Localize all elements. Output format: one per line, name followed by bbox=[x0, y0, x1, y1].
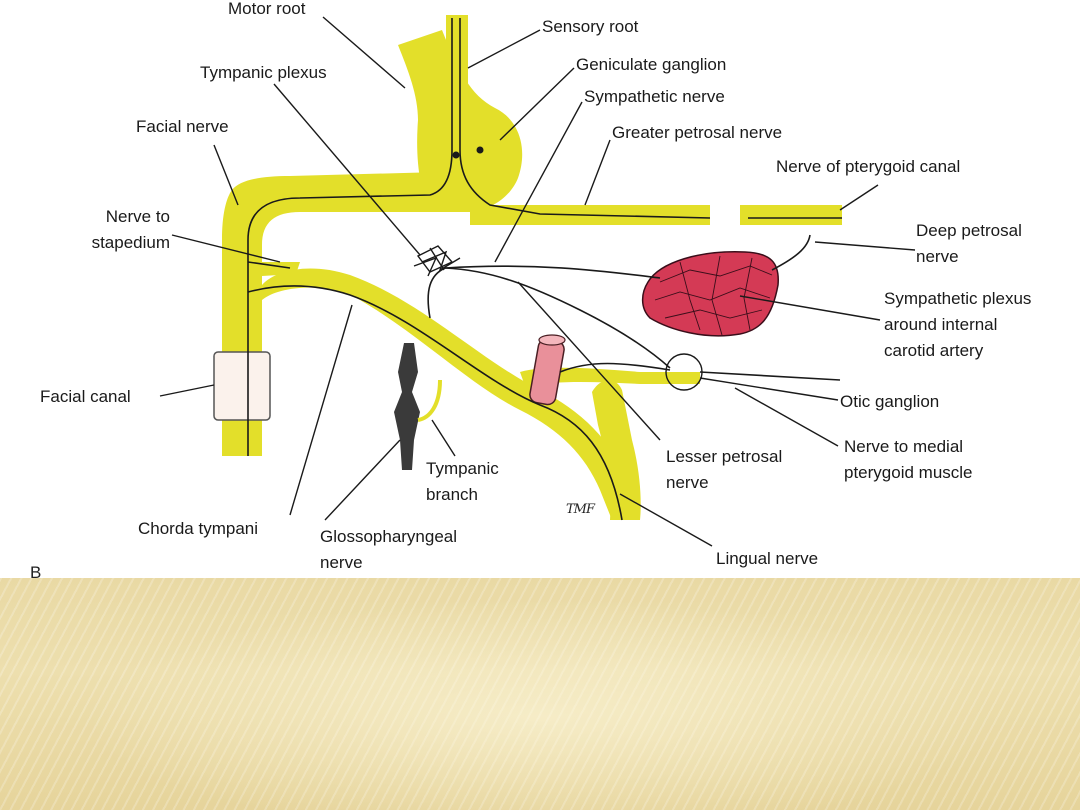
label-facial-nerve: Facial nerve bbox=[136, 117, 229, 136]
slide-background-band bbox=[0, 578, 1080, 810]
facial-canal-sleeve bbox=[213, 351, 271, 421]
label-glossopharyngeal-nerve: Glossopharyngeal nerve bbox=[320, 524, 457, 576]
lingual-nerve-shape bbox=[592, 380, 641, 520]
diagram-artwork bbox=[159, 15, 916, 547]
otic-branch-shape bbox=[520, 367, 700, 386]
label-nerve-to-stapedium: Nerve to stapedium bbox=[60, 204, 170, 256]
label-sympathetic-plexus-line3: carotid artery bbox=[884, 341, 984, 360]
figure-letter: B bbox=[30, 563, 42, 582]
artist-initials: TMF bbox=[566, 502, 595, 517]
label-nerve-of-pterygoid-canal: Nerve of pterygoid canal bbox=[776, 157, 961, 176]
geniculate-node-left bbox=[452, 151, 460, 159]
pterygoid-canal-shape bbox=[740, 205, 842, 225]
sensory-root-shape bbox=[446, 15, 468, 125]
label-tympanic-branch: Tympanic branch bbox=[426, 456, 499, 508]
label-deep-petrosal-line1: Deep petrosal bbox=[916, 221, 1022, 240]
label-sympathetic-plexus: Sympathetic plexus around internal carot… bbox=[884, 286, 1031, 364]
label-sympathetic-nerve: Sympathetic nerve bbox=[584, 87, 725, 106]
geniculate-node-right bbox=[476, 146, 484, 154]
label-lesser-petrosal-nerve: Lesser petrosal nerve bbox=[666, 444, 782, 496]
label-nerve-to-medial-pterygoid-line1: Nerve to medial bbox=[844, 437, 964, 456]
leader-lines bbox=[159, 16, 916, 547]
glossopharyngeal-shape bbox=[394, 343, 420, 470]
label-glossopharyngeal-line2: nerve bbox=[320, 553, 363, 572]
artery-cylinder bbox=[529, 334, 566, 406]
label-greater-petrosal-nerve: Greater petrosal nerve bbox=[612, 123, 783, 142]
label-tympanic-plexus: Tympanic plexus bbox=[200, 63, 327, 82]
label-chorda-tympani: Chorda tympani bbox=[138, 519, 259, 538]
carotid-plexus-mesh bbox=[654, 255, 773, 336]
label-motor-root: Motor root bbox=[228, 0, 306, 18]
label-facial-canal: Facial canal bbox=[40, 387, 131, 406]
label-lesser-petrosal-line2: nerve bbox=[666, 473, 709, 492]
tympanic-branch-line bbox=[417, 379, 442, 422]
chorda-tympani-shape bbox=[262, 268, 640, 520]
label-nerve-to-medial-pterygoid: Nerve to medial pterygoid muscle bbox=[844, 434, 973, 486]
label-nerve-to-stapedium-line1: Nerve to bbox=[105, 207, 170, 226]
label-otic-ganglion: Otic ganglion bbox=[840, 392, 940, 411]
nerve-diagram: Motor root Sensory root Tympanic plexus … bbox=[40, 0, 1032, 576]
label-lesser-petrosal-line1: Lesser petrosal bbox=[666, 447, 783, 466]
label-sympathetic-plexus-line2: around internal bbox=[884, 315, 998, 334]
label-nerve-to-stapedium-line2: stapedium bbox=[91, 233, 170, 252]
label-sensory-root: Sensory root bbox=[542, 17, 639, 36]
nerve-lines bbox=[247, 18, 842, 521]
label-lingual-nerve: Lingual nerve bbox=[716, 549, 819, 568]
label-sympathetic-plexus-line1: Sympathetic plexus bbox=[884, 289, 1032, 308]
label-geniculate-ganglion: Geniculate ganglion bbox=[576, 55, 727, 74]
label-tympanic-branch-line1: Tympanic bbox=[426, 459, 499, 478]
tympanic-plexus-tangle bbox=[413, 245, 461, 277]
label-deep-petrosal-line2: nerve bbox=[916, 247, 959, 266]
label-tympanic-branch-line2: branch bbox=[426, 485, 478, 504]
label-nerve-to-medial-pterygoid-line2: pterygoid muscle bbox=[844, 463, 973, 482]
label-deep-petrosal-nerve: Deep petrosal nerve bbox=[916, 218, 1022, 270]
label-glossopharyngeal-line1: Glossopharyngeal bbox=[320, 527, 458, 546]
